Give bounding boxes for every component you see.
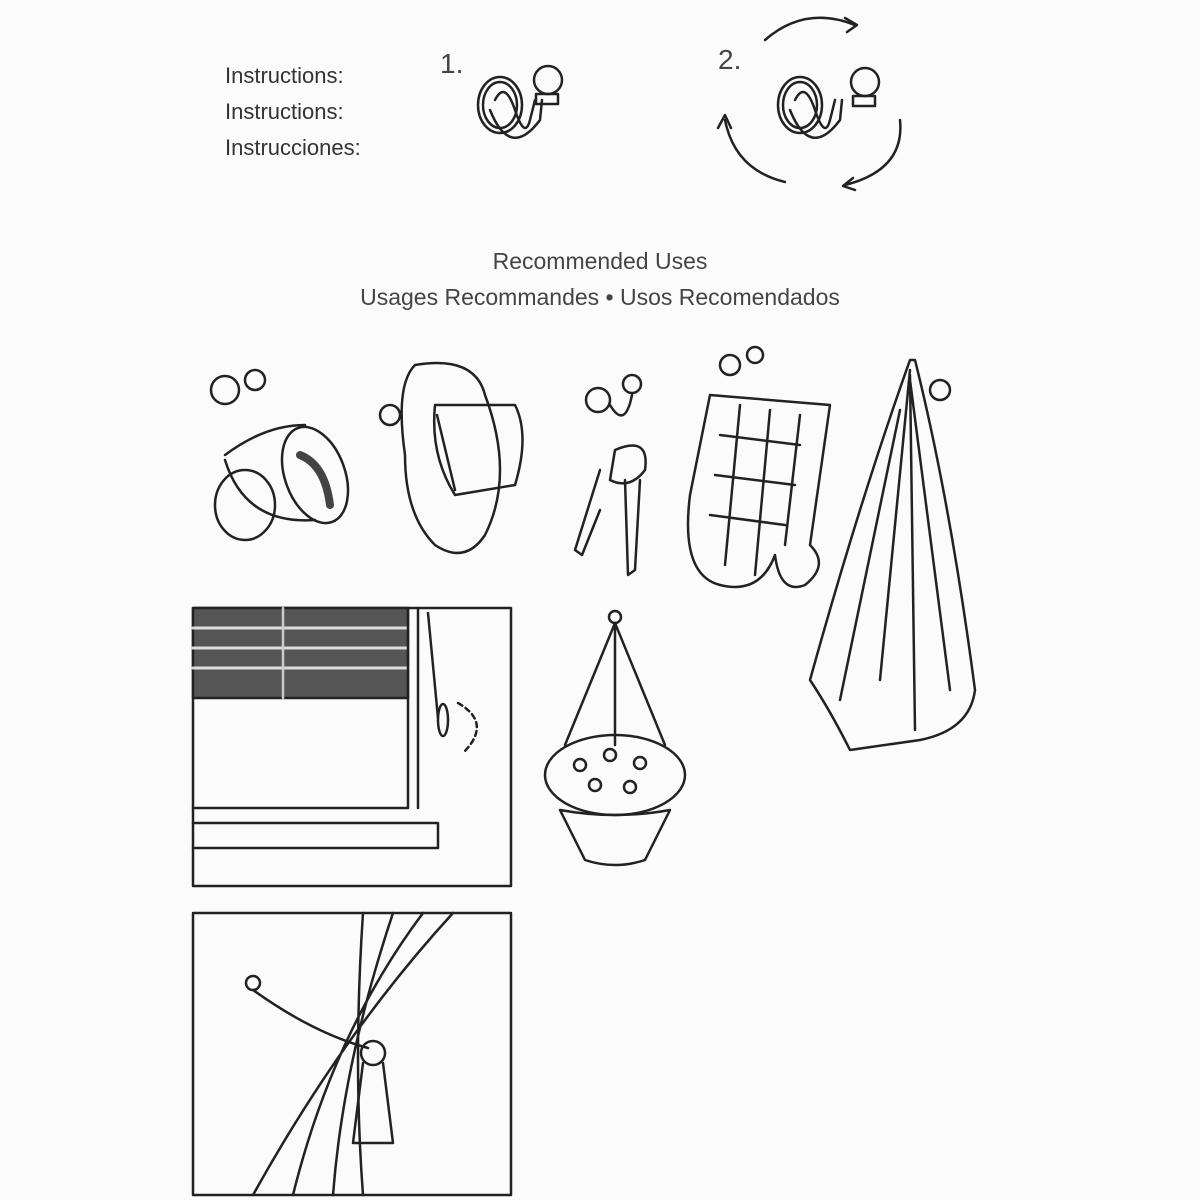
hook-step-2-rotate-icon xyxy=(716,16,902,192)
step-1-number: 1. xyxy=(440,48,464,79)
cup-on-hook-icon xyxy=(209,368,350,542)
hook-step-1-icon xyxy=(476,64,564,139)
recommended-uses-title: Recommended Uses xyxy=(492,248,708,274)
oven-mitt-on-hook-icon xyxy=(686,345,832,589)
instructions-label-en: Instructions: xyxy=(225,63,344,88)
recommended-uses-subtitle: Usages Recommandes • Usos Recomendados xyxy=(360,284,840,310)
instructions-label-es: Instrucciones: xyxy=(225,135,361,160)
curtain-tieback-icon xyxy=(191,911,513,1197)
step-2-number: 2. xyxy=(718,44,742,75)
instructions-label-fr: Instructions: xyxy=(225,99,344,124)
keys-on-hook-icon xyxy=(573,373,647,577)
hat-on-hook-icon xyxy=(378,361,524,555)
hanging-plant-icon xyxy=(543,609,687,867)
towel-on-hook-icon xyxy=(808,358,977,752)
window-blind-cord-hook-icon xyxy=(191,606,513,888)
instructions-labels: Instructions: Instructions: Instruccione… xyxy=(225,58,361,166)
